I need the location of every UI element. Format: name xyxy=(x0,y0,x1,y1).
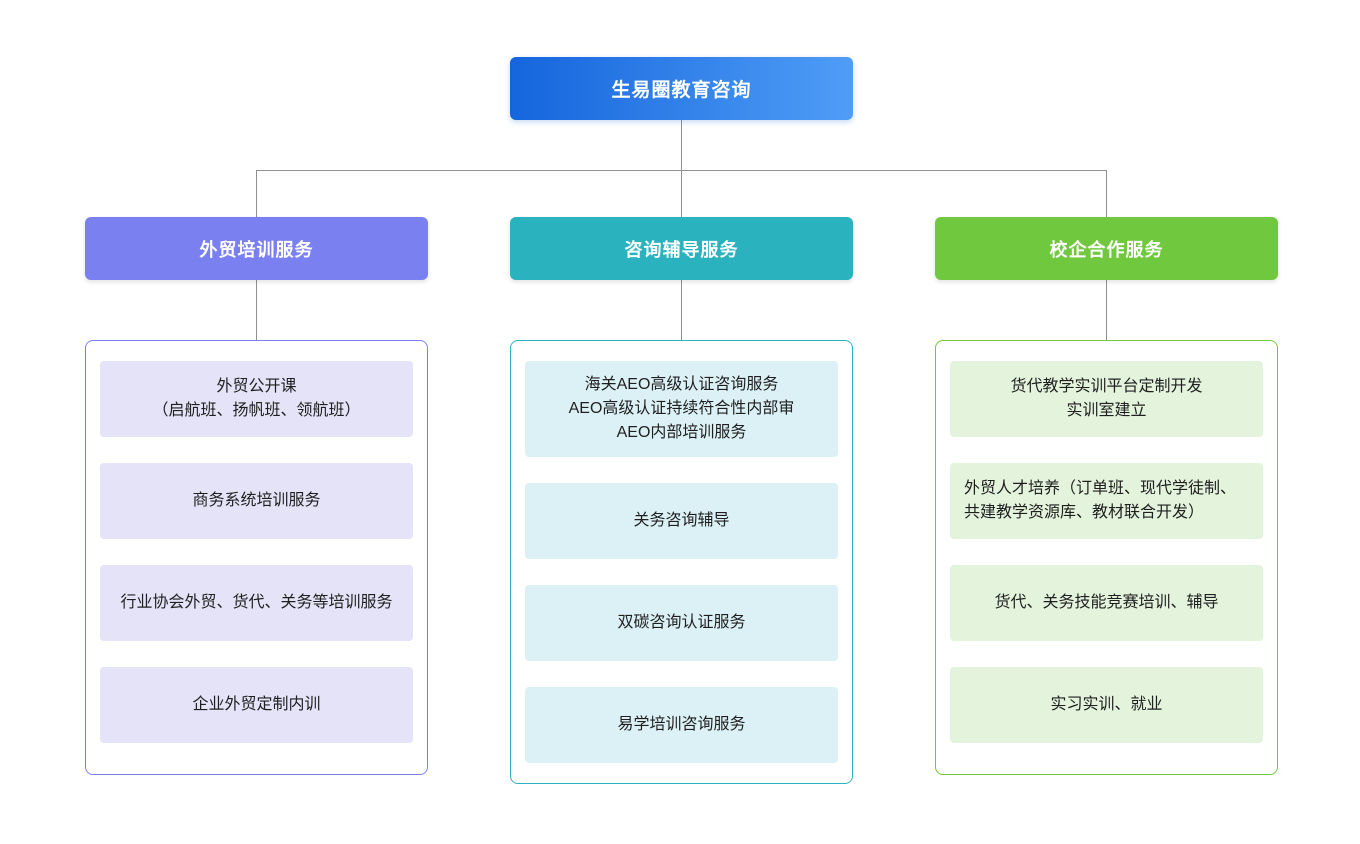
branch-container-school-enterprise: 货代教学实训平台定制开发 实训室建立 外贸人才培养（订单班、现代学徒制、共建教学… xyxy=(935,340,1278,775)
item-box: 行业协会外贸、货代、关务等培训服务 xyxy=(100,565,413,641)
item-box: 企业外贸定制内训 xyxy=(100,667,413,743)
connector-drop-left xyxy=(256,170,257,217)
branch-trade-training: 外贸培训服务 外贸公开课 （启航班、扬帆班、领航班） 商务系统培训服务 行业协会… xyxy=(85,217,428,775)
branch-header-consulting: 咨询辅导服务 xyxy=(510,217,853,280)
connector-root-stem xyxy=(681,120,682,170)
item-box: 海关AEO高级认证咨询服务 AEO高级认证持续符合性内部审 AEO内部培训服务 xyxy=(525,361,838,457)
connector-link-center xyxy=(681,280,682,340)
branch-title: 校企合作服务 xyxy=(1049,239,1164,260)
branch-header-trade-training: 外贸培训服务 xyxy=(85,217,428,280)
branch-container-consulting: 海关AEO高级认证咨询服务 AEO高级认证持续符合性内部审 AEO内部培训服务 … xyxy=(510,340,853,784)
branch-header-school-enterprise: 校企合作服务 xyxy=(935,217,1278,280)
item-box: 实习实训、就业 xyxy=(950,667,1263,743)
branch-title: 咨询辅导服务 xyxy=(624,239,739,260)
item-box: 外贸公开课 （启航班、扬帆班、领航班） xyxy=(100,361,413,437)
root-node: 生易圈教育咨询 xyxy=(510,57,853,120)
item-box: 货代、关务技能竞赛培训、辅导 xyxy=(950,565,1263,641)
item-box: 双碳咨询认证服务 xyxy=(525,585,838,661)
item-box: 外贸人才培养（订单班、现代学徒制、共建教学资源库、教材联合开发） xyxy=(950,463,1263,539)
branch-container-trade-training: 外贸公开课 （启航班、扬帆班、领航班） 商务系统培训服务 行业协会外贸、货代、关… xyxy=(85,340,428,775)
branch-consulting: 咨询辅导服务 海关AEO高级认证咨询服务 AEO高级认证持续符合性内部审 AEO… xyxy=(510,217,853,784)
connector-drop-right xyxy=(1106,170,1107,217)
connector-drop-center xyxy=(681,170,682,217)
item-box: 商务系统培训服务 xyxy=(100,463,413,539)
item-box: 易学培训咨询服务 xyxy=(525,687,838,763)
connector-link-right xyxy=(1106,280,1107,340)
branch-title: 外贸培训服务 xyxy=(199,239,314,260)
item-box: 货代教学实训平台定制开发 实训室建立 xyxy=(950,361,1263,437)
root-node-label: 生易圈教育咨询 xyxy=(611,80,752,101)
connector-link-left xyxy=(256,280,257,340)
item-box: 关务咨询辅导 xyxy=(525,483,838,559)
branch-school-enterprise: 校企合作服务 货代教学实训平台定制开发 实训室建立 外贸人才培养（订单班、现代学… xyxy=(935,217,1278,775)
